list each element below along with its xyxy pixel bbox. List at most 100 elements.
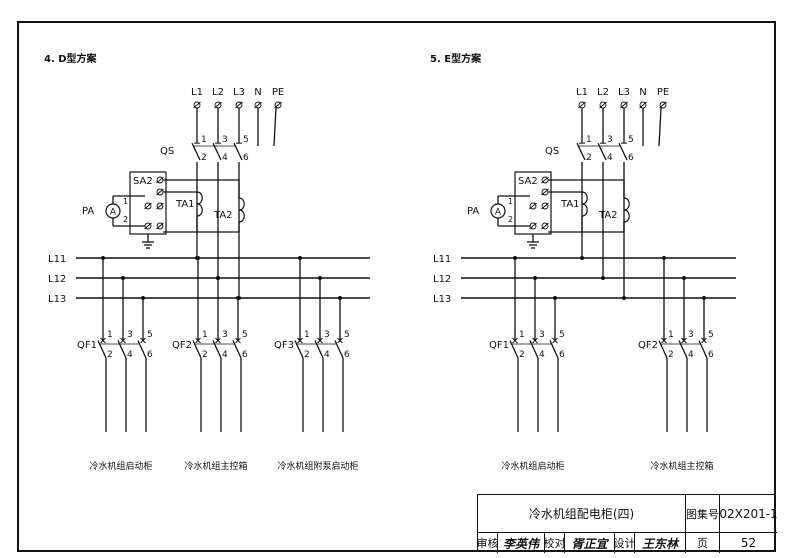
diagram-d-ammeter-symbol: A [110, 208, 117, 218]
diagram-e-breaker-pole-blade [529, 340, 539, 359]
diagram-d-breaker-pole-top: 1 [304, 330, 310, 340]
diagram-d-breaker-pole-bottom: 4 [222, 350, 228, 360]
diagram-e-pe-line [658, 107, 662, 147]
review-label: 审核 [478, 533, 498, 553]
diagram-e-breaker-label: QF2 [638, 340, 658, 351]
diagram-e-qs-pole-blade [618, 142, 628, 161]
diagram-e-breaker-pole-top: 1 [668, 330, 674, 340]
diagram-e-breaker-pole-blade [658, 340, 668, 359]
diagram-d-ta2-coil [238, 197, 245, 223]
diagram-e-title: 5. E型方案 [430, 52, 482, 65]
diagram-e-breaker-pole-top: 3 [539, 330, 545, 340]
diagram-e-breaker-junction [553, 296, 557, 300]
diagram-e-breaker-pole-blade [698, 340, 708, 359]
diagram-d-phase-label: L1 [191, 87, 203, 98]
diagram-e-phase-label: N [639, 87, 646, 98]
diagram-e-pole-top: 3 [607, 135, 613, 145]
diagram-d-breaker-pole-bottom: 4 [324, 350, 330, 360]
diagram-e-breaker-pole-bottom: 2 [668, 350, 674, 360]
diagram-d-phase-label: L2 [212, 87, 224, 98]
diagram-e-breaker-pole-blade [549, 340, 559, 359]
diagram-d-breaker-pole-blade [314, 340, 324, 359]
design-label: 设计 [615, 533, 635, 553]
page-number: 52 [740, 536, 757, 550]
diagram-e-breaker-pole-top: 3 [688, 330, 694, 340]
diagram-d-breaker-junction [236, 296, 240, 300]
diagram-d-pole-top: 1 [201, 135, 207, 145]
diagram-d-breaker-pole-bottom: 6 [344, 350, 350, 360]
diagram-d-breaker-pole-blade [137, 340, 147, 359]
diagram-e-pole-top: 1 [586, 135, 592, 145]
diagram-e-breaker-junction [702, 296, 706, 300]
diagram-e-breaker-junction [682, 276, 686, 280]
diagram-e-phase-label: L3 [618, 87, 630, 98]
diagram-e-phase-label: L1 [576, 87, 588, 98]
diagram-d-breaker-pole-x [235, 337, 241, 344]
diagram-d-sa2-terminal [156, 202, 164, 210]
atlas-label: 图集号 [686, 495, 720, 533]
diagram-d-breaker-junction [318, 276, 322, 280]
diagram-e-pa-terminal-1: 1 [508, 197, 513, 206]
diagram-d-breaker-junction [216, 276, 220, 280]
diagram-d-pole-bottom: 4 [222, 153, 228, 163]
check-label: 校对 [545, 533, 565, 553]
diagram-d-phase-label: N [254, 87, 261, 98]
diagram-d-breaker-pole-blade [117, 340, 127, 359]
diagram-d-breaker-caption: 冷水机组主控箱 [184, 460, 247, 472]
diagram-d-breaker-pole-bottom: 4 [127, 350, 133, 360]
diagram-e-phase-label: L2 [597, 87, 609, 98]
diagram-d-breaker-pole-top: 1 [107, 330, 113, 340]
diagram-d-qs-pole-blade [233, 142, 243, 161]
diagram-e-pole-bottom: 6 [628, 153, 634, 163]
diagram-d-breaker-junction [101, 256, 105, 260]
diagram-d-breaker-pole-blade [192, 340, 202, 359]
diagram-d-pa-terminal-1: 1 [123, 197, 128, 206]
diagram-e-breaker-pole-x [552, 337, 558, 344]
diagram-d-breaker-pole-blade [97, 340, 107, 359]
diagram-d-breaker-pole-blade [232, 340, 242, 359]
diagram-e-phase-terminal [659, 101, 667, 109]
diagram-d-sa2-terminal [156, 222, 164, 230]
drawing-title: 冷水机组配电柜(四) [478, 495, 686, 533]
diagram-d-breaker-pole-x [100, 337, 106, 344]
diagram-d-breaker-pole-x [317, 337, 323, 344]
diagram-e-breaker-pole-x [661, 337, 667, 344]
diagram-d-phase-label: L3 [233, 87, 245, 98]
diagram-d-breaker-pole-top: 5 [242, 330, 248, 340]
diagram-e-bus-junction [622, 296, 626, 300]
diagram-e-pole-bottom: 4 [607, 153, 613, 163]
diagram-e-breaker-pole-bottom: 4 [539, 350, 545, 360]
diagram-d-breaker-pole-top: 5 [147, 330, 153, 340]
diagram-d-phase-label: PE [272, 87, 284, 98]
diagram-d-pa-label: PA [82, 206, 94, 217]
diagram-d-breaker-caption: 冷水机组附泵启动柜 [277, 460, 358, 472]
diagram-e-breaker-pole-x [701, 337, 707, 344]
diagram-d-pole-bottom: 2 [201, 153, 207, 163]
diagram-e-ta1-coil [581, 191, 588, 217]
diagram-e-breaker-pole-top: 1 [519, 330, 525, 340]
diagram-e-qs-label: QS [545, 146, 559, 157]
diagram-d-bus-label: L13 [48, 294, 66, 305]
diagram-d-bus-label: L11 [48, 254, 66, 265]
diagram-e-breaker-junction [662, 256, 666, 260]
diagram-e-breaker-pole-top: 5 [708, 330, 714, 340]
diagram-e-ta2-label: TA2 [598, 210, 618, 221]
diagram-e-sa2-label: SA2 [518, 176, 538, 187]
diagram-d-ta1-coil [196, 191, 203, 217]
diagram-d-breaker-pole-top: 5 [344, 330, 350, 340]
page-label: 页 [686, 533, 720, 553]
diagram-d-pa-terminal-2: 2 [123, 215, 128, 224]
diagram-d-breaker-label: QF1 [77, 340, 97, 351]
diagram-e-breaker-pole-bottom: 2 [519, 350, 525, 360]
atlas-number: 02X201-1 [720, 495, 777, 533]
title-block: 冷水机组配电柜(四) 图集号 02X201-1 审核 李英伟 校对 胥正宜 设计… [477, 494, 777, 553]
diagram-e-breaker-label: QF1 [489, 340, 509, 351]
diagram-d-breaker-pole-blade [334, 340, 344, 359]
diagram-d-breaker-pole-bottom: 6 [242, 350, 248, 360]
diagram-d-breaker-pole-top: 1 [202, 330, 208, 340]
diagram-d-breaker-pole-x [120, 337, 126, 344]
diagram-e-sa2-terminal [541, 202, 549, 210]
diagram-d-breaker-junction [338, 296, 342, 300]
diagram-d-sa2-terminal [144, 202, 152, 210]
diagram-e-ammeter-symbol: A [495, 208, 502, 218]
